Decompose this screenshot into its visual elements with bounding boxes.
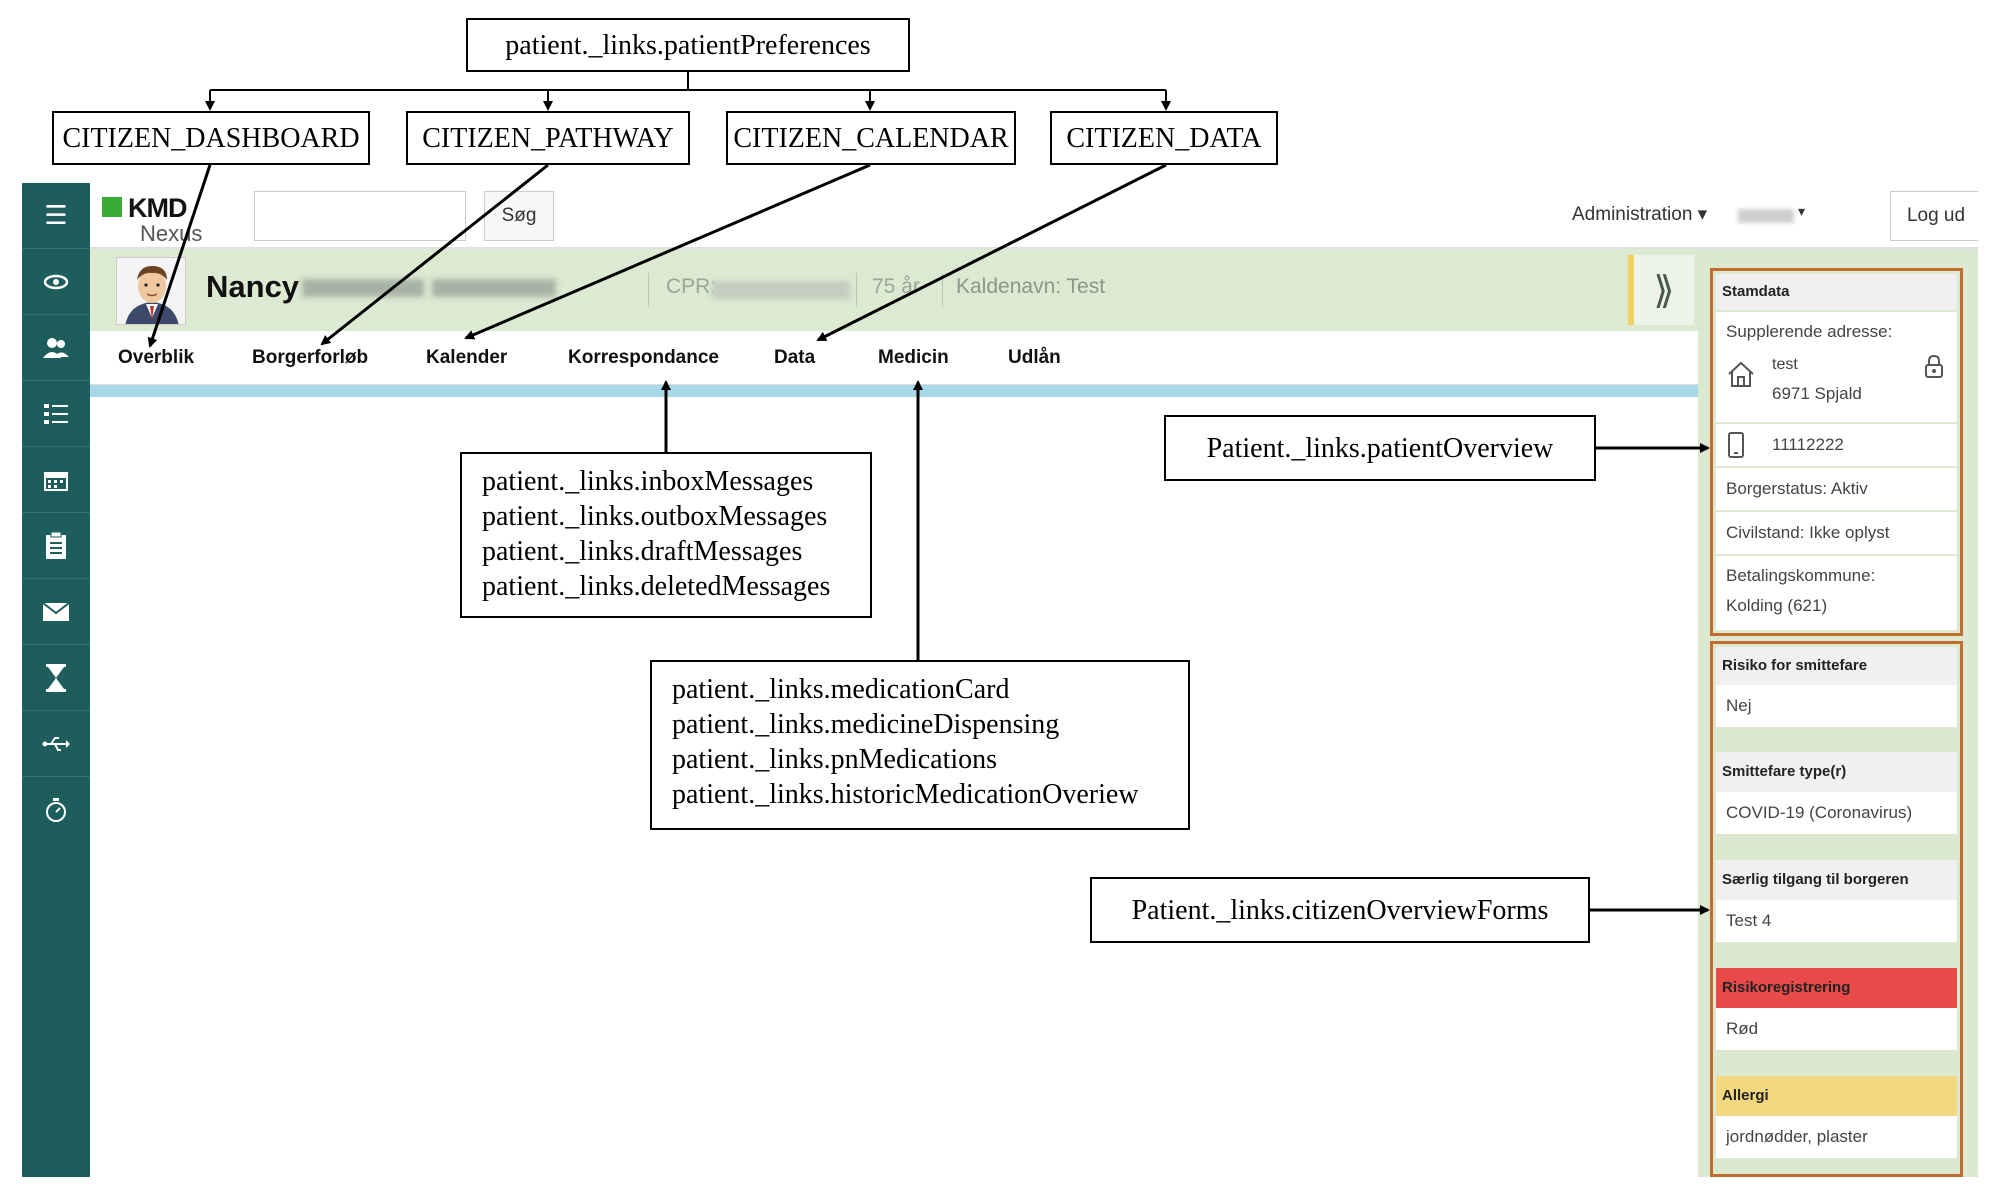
users-icon[interactable] <box>22 315 90 381</box>
search-button[interactable]: Søg <box>484 191 554 241</box>
patient-header: Nancy CPR: 75 år Kaldenavn: Test ⟫ <box>90 249 1698 331</box>
patient-nickname: Kaldenavn: Test <box>956 275 1106 298</box>
annotation-draft-messages: patient._links.draftMessages <box>482 536 803 567</box>
logo-kmd-text: KMD <box>128 193 187 223</box>
payment-municipality-row: Betalingskommune: Kolding (621) <box>1716 556 1957 630</box>
infection-type-value: COVID-19 (Coronavirus) <box>1716 792 1957 834</box>
tab-kalender[interactable]: Kalender <box>426 347 508 368</box>
tab-korrespondance[interactable]: Korrespondance <box>568 347 719 368</box>
logo-square <box>102 197 122 217</box>
annotation-medication: patient._links.medicationCard patient._l… <box>650 660 1190 830</box>
annotation-deleted-messages: patient._links.deletedMessages <box>482 571 831 602</box>
administration-menu[interactable]: Administration ▾ <box>1572 204 1708 225</box>
citizen-overview-forms-panel: Risiko for smittefare Nej Smittefare typ… <box>1710 641 1963 1177</box>
address-row: Supplerende adresse: test 6971 Spjald <box>1716 312 1957 422</box>
logo-nexus-text: Nexus <box>140 221 203 246</box>
tab-overblik[interactable]: Overblik <box>118 347 195 368</box>
annotation-medicine-dispensing: patient._links.medicineDispensing <box>672 709 1060 740</box>
stamdata-panel: Stamdata Supplerende adresse: test 6971 … <box>1710 268 1963 636</box>
annotation-medication-card: patient._links.medicationCard <box>672 674 1010 705</box>
allergy-value: jordnødder, plaster <box>1716 1116 1957 1158</box>
header-divider <box>942 273 943 307</box>
special-access-header: Særlig tilgang til borgeren <box>1716 860 1957 900</box>
annotation-outbox-messages: patient._links.outboxMessages <box>482 501 828 532</box>
patient-surname-redacted-2 <box>432 279 556 297</box>
patient-tabs: Overblik Borgerforløb Kalender Korrespon… <box>90 331 1698 385</box>
home-icon <box>1726 360 1756 393</box>
eye-icon[interactable] <box>22 249 90 315</box>
address-label: Supplerende adresse: <box>1726 322 1893 341</box>
phone-number: 11112222 <box>1772 435 1844 454</box>
address-line-1: test <box>1772 356 1798 373</box>
stamdata-header: Stamdata <box>1716 274 1957 310</box>
annotation-historic-medication: patient._links.historicMedicationOveriew <box>672 779 1139 810</box>
list-icon[interactable] <box>22 381 90 447</box>
annotation-citizen-calendar: CITIZEN_CALENDAR <box>726 111 1016 165</box>
sidebar: ☰ <box>22 183 90 1177</box>
risk-registration-header: Risikoregistrering <box>1716 968 1957 1008</box>
risk-registration-value: Rød <box>1716 1008 1957 1050</box>
infection-risk-value: Nej <box>1716 685 1957 727</box>
annotation-pn-medications: patient._links.pnMedications <box>672 744 998 775</box>
annotation-citizen-data: CITIZEN_DATA <box>1050 111 1278 165</box>
patient-surname-redacted <box>302 279 424 297</box>
annotation-patient-overview: Patient._links.patientOverview <box>1164 415 1596 481</box>
search-input[interactable] <box>254 191 466 241</box>
lock-icon <box>1924 354 1944 383</box>
cpr-number-redacted <box>712 281 850 299</box>
payment-value: Kolding (621) <box>1726 596 1828 615</box>
user-name-redacted[interactable] <box>1738 209 1794 223</box>
menu-icon[interactable]: ☰ <box>22 183 90 249</box>
header-divider <box>648 273 649 307</box>
user-menu-caret[interactable]: ▾ <box>1798 203 1806 219</box>
stopwatch-icon[interactable] <box>22 777 90 843</box>
hourglass-icon[interactable] <box>22 645 90 711</box>
annotation-citizen-overview-forms: Patient._links.citizenOverviewForms <box>1090 877 1590 943</box>
annotation-citizen-dashboard: CITIZEN_DASHBOARD <box>52 111 370 165</box>
mail-icon[interactable] <box>22 579 90 645</box>
infection-risk-header: Risiko for smittefare <box>1716 647 1957 685</box>
tab-borgerforloeb[interactable]: Borgerforløb <box>252 347 369 368</box>
logout-button[interactable]: Log ud <box>1890 191 1978 241</box>
tab-medicin[interactable]: Medicin <box>878 347 949 368</box>
nexus-app-window: ☰ KMD Nexus <box>22 183 1978 1177</box>
tab-udlaan[interactable]: Udlån <box>1008 347 1061 368</box>
expand-panel-icon[interactable]: ⟫ <box>1628 255 1694 325</box>
payment-label: Betalingskommune: <box>1726 566 1876 585</box>
citizen-status: Borgerstatus: Aktiv <box>1716 468 1957 510</box>
civil-status: Civilstand: Ikke oplyst <box>1716 512 1957 554</box>
address-line-2: 6971 Spjald <box>1772 384 1862 403</box>
clipboard-icon[interactable] <box>22 513 90 579</box>
usb-icon[interactable] <box>22 711 90 777</box>
phone-row: 11112222 <box>1716 424 1957 466</box>
allergy-header: Allergi <box>1716 1076 1957 1116</box>
header-divider <box>856 273 857 307</box>
top-bar: KMD Nexus Søg Administration ▾ ▾ Log ud <box>90 183 1978 249</box>
annotation-messages: patient._links.inboxMessages patient._li… <box>460 452 872 618</box>
tab-underline <box>90 385 1698 397</box>
patient-age: 75 år <box>872 275 920 298</box>
mobile-phone-icon <box>1728 432 1744 474</box>
infection-type-header: Smittefare type(r) <box>1716 752 1957 792</box>
calendar-icon[interactable] <box>22 447 90 513</box>
tab-data[interactable]: Data <box>774 347 816 368</box>
annotation-patient-preferences: patient._links.patientPreferences <box>466 18 910 72</box>
annotation-citizen-pathway: CITIZEN_PATHWAY <box>406 111 690 165</box>
patient-avatar <box>116 257 186 325</box>
special-access-value: Test 4 <box>1716 900 1957 942</box>
kmd-nexus-logo: KMD Nexus <box>102 193 212 246</box>
patient-first-name: Nancy <box>206 269 300 304</box>
annotation-inbox-messages: patient._links.inboxMessages <box>482 466 814 497</box>
cpr-label: CPR: <box>666 275 717 298</box>
